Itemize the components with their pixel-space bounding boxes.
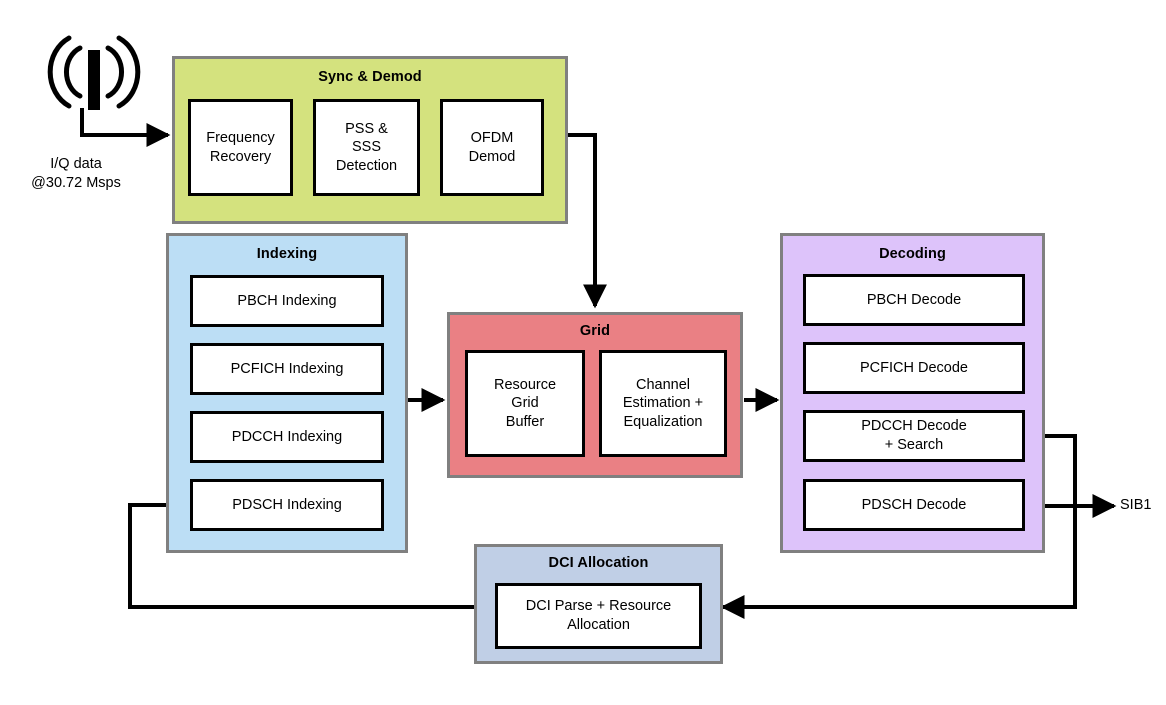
block-label: PCFICH Indexing (230, 360, 344, 377)
block-ofdm-demod[interactable]: OFDM Demod (440, 99, 544, 196)
group-title-dci-allocation: DCI Allocation (548, 555, 649, 571)
group-title-decoding: Decoding (879, 246, 946, 262)
block-channel-estimation-equalization[interactable]: Channel Estimation + Equalization (599, 350, 727, 457)
block-label: PDCCH Indexing (231, 428, 343, 445)
output-label-sib1: SIB1 (1120, 497, 1152, 513)
block-label: DCI Parse + Resource Allocation (525, 598, 672, 633)
block-label: Frequency Recovery (206, 129, 275, 165)
block-label: PCFICH Decode (860, 359, 968, 376)
block-label: PDSCH Indexing (232, 496, 342, 513)
block-resource-grid-buffer[interactable]: Resource Grid Buffer (465, 350, 585, 457)
block-dci-parse-resource-allocation[interactable]: DCI Parse + Resource Allocation (495, 583, 702, 649)
block-pbch-indexing[interactable]: PBCH Indexing (190, 275, 384, 327)
block-pbch-decode[interactable]: PBCH Decode (803, 274, 1025, 326)
block-pdsch-indexing[interactable]: PDSCH Indexing (190, 479, 384, 531)
source-label: I/Q data @30.72 Msps (31, 156, 121, 192)
group-title-indexing: Indexing (256, 246, 318, 262)
block-pdcch-indexing[interactable]: PDCCH Indexing (190, 411, 384, 463)
block-frequency-recovery[interactable]: Frequency Recovery (188, 99, 293, 196)
antenna-icon (47, 35, 141, 110)
block-label: PBCH Decode (866, 291, 962, 308)
block-pdcch-decode-search[interactable]: PDCCH Decode + Search (803, 410, 1025, 462)
group-title-grid: Grid (579, 323, 611, 339)
block-label: PSS & SSS Detection (335, 120, 398, 174)
block-label: PBCH Indexing (237, 292, 337, 309)
block-label: OFDM Demod (468, 129, 516, 165)
block-label: Channel Estimation + Equalization (622, 376, 704, 430)
block-pss-sss-detection[interactable]: PSS & SSS Detection (313, 99, 420, 196)
block-pdsch-decode[interactable]: PDSCH Decode (803, 479, 1025, 531)
group-title-sync-demod: Sync & Demod (318, 69, 422, 85)
block-label: PDCCH Decode + Search (861, 418, 967, 453)
block-pcfich-decode[interactable]: PCFICH Decode (803, 342, 1025, 394)
block-pcfich-indexing[interactable]: PCFICH Indexing (190, 343, 384, 395)
block-label: Resource Grid Buffer (493, 376, 557, 430)
block-label: PDSCH Decode (861, 496, 967, 513)
